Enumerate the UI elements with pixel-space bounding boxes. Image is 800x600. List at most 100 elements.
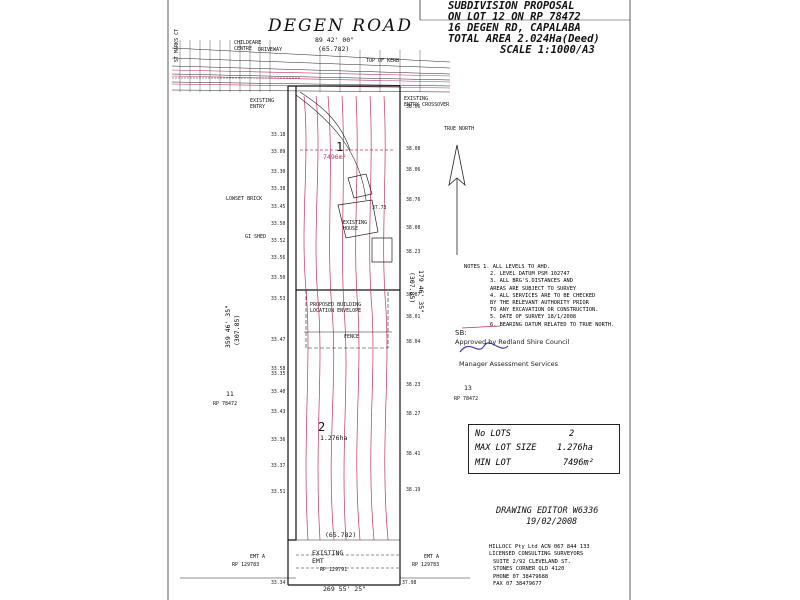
level-right: 38.19 [406, 488, 421, 493]
level-left: 33.40 [271, 390, 286, 395]
level-right: 38.76 [406, 198, 421, 203]
company-line: HILLOCC Pty Ltd ACN 067 844 133 [489, 544, 590, 550]
lot-11-label: 11 [226, 390, 234, 398]
sb-prefix: SB: [455, 329, 467, 337]
level-left: 33.36 [271, 438, 286, 443]
note-item: 5. DATE OF SURVEY 18/1/2008 [490, 314, 577, 321]
existing-emt-rp: RP 129791 [320, 567, 348, 573]
company-line: STONES CORNER QLD 4120 [493, 566, 565, 573]
level-left: 33.30 [271, 170, 286, 175]
lot-1-area: 7496m² [323, 153, 347, 161]
company-line: PHONE 07 38479688 [493, 573, 549, 580]
top-of-kerb-label: TOP OF KERB [366, 58, 400, 64]
bottom-bearing: 269 55' 25" [323, 585, 367, 593]
level-left: 33.37 [271, 464, 286, 469]
right-bearing: 179 46' 35" [417, 270, 425, 314]
level-right: 38.06 [406, 105, 421, 110]
road-name: DEGEN ROAD [268, 16, 413, 36]
no-lots-value: 2 [569, 429, 575, 439]
proposed-envelope-label: PROPOSED BUILDING LOCATION ENVELOPE [310, 302, 362, 314]
gi-shed-label: GI SHED [245, 234, 267, 240]
level-right: 38.06 [406, 168, 421, 173]
level-left: 33.50 [271, 276, 286, 281]
title-line-3: 16 DEGEN RD, CAPALABA [448, 22, 581, 34]
level-right: 38.04 [406, 340, 421, 345]
note-item: 6. BEARING DATUM RELATED TO TRUE NORTH. [490, 321, 615, 328]
level-right: 37.98 [402, 581, 417, 586]
approved-by-text: Approved by Redland Shire Council [455, 338, 570, 346]
level-left: 33.52 [271, 239, 286, 244]
level-left: 33.58 [271, 367, 286, 372]
level-left: 33.09 [271, 150, 286, 155]
top-length: (65.782) [318, 45, 350, 53]
notes-heading: NOTES 1. ALL LEVELS TO AHD. [464, 264, 551, 270]
title-line-5: SCALE 1:1000/A3 [500, 44, 595, 56]
title-line-1: SUBDIVISION PROPOSAL [448, 0, 575, 12]
min-lot-label: MIN LOT [475, 458, 511, 468]
company-line: LICENSED CONSULTING SURVEYORS [489, 551, 584, 558]
level-right: 38.41 [406, 452, 421, 457]
note-item: 4. ALL SERVICES ARE TO BE CHECKED [490, 292, 596, 299]
left-bearing: 359 46' 35" [224, 304, 232, 348]
emt-a-left-label: EMT A [250, 554, 266, 560]
existing-entry-crossover-label: EXISTING ENTRY CROSSOVER [404, 96, 450, 108]
level-left: 33.45 [271, 205, 286, 210]
existing-emt-label: EXISTING EMT [312, 549, 344, 565]
lot-13-label: 13 [464, 384, 472, 392]
left-length: (307.85) [233, 314, 241, 346]
emt-a-right-label: EMT A [424, 554, 440, 560]
level-left: 33.18 [271, 133, 286, 138]
company-line: SUITE 2/92 CLEVELAND ST. [493, 558, 571, 565]
lot-11-rp: RP 78472 [213, 401, 238, 407]
lot-summary-box: No LOTS 2 MAX LOT SIZE 1.276ha MIN LOT 7… [468, 424, 620, 474]
max-lot-value: 1.276ha [557, 443, 593, 453]
childcare-label: CHILDCARE CENTRE [234, 40, 262, 52]
no-lots-label: No LOTS [475, 429, 511, 439]
note-item: BY THE RELEVANT AUTHORITY PRIOR [490, 300, 589, 307]
bottom-length: (65.782) [325, 531, 357, 539]
level-right: 38.27 [406, 412, 421, 417]
title-line-4: TOTAL AREA 2.024Ha(Deed) [448, 33, 600, 45]
note-item: 2. LEVEL DATUM PSM 102747 [490, 271, 570, 278]
level-left: 33.53 [271, 297, 286, 302]
lot-2-number: 2 [318, 420, 326, 434]
lot-13-rp: RP 78472 [454, 396, 479, 402]
level-right: 38.23 [406, 250, 421, 255]
level-left: 33.51 [271, 490, 286, 495]
level-left: 33.56 [271, 256, 286, 261]
note-item: TO ANY EXCAVATION OR CONSTRUCTION. [490, 307, 599, 314]
existing-entry-label: EXISTING ENTRY [250, 98, 275, 110]
level-right: 38.23 [406, 383, 421, 388]
level-left: 33.35 [271, 372, 286, 377]
level-right: 38.01 [406, 315, 421, 320]
right-length: (307.85) [408, 272, 416, 304]
level-right: 37.73 [372, 206, 387, 211]
manager-text: Manager Assessment Services [459, 360, 559, 368]
level-left: 33.43 [271, 410, 286, 415]
fence-label: FENCE [344, 334, 360, 340]
driveway-label: DRIVEWAY [258, 47, 283, 53]
level-left: 33.38 [271, 187, 286, 192]
level-right: 38.07 [406, 293, 421, 298]
min-lot-value: 7496m² [563, 458, 594, 468]
lowset-brick-label: LOWSET BRICK [226, 196, 263, 202]
level-left: 33.47 [271, 338, 286, 343]
level-left: 33.50 [271, 222, 286, 227]
note-item: 3. ALL BRG'S.DISTANCES AND [490, 278, 573, 285]
company-line: FAX 07 38479677 [493, 581, 542, 588]
level-right: 38.08 [406, 147, 421, 152]
level-left: 33.34 [271, 581, 286, 586]
emt-a-right-rp: RP 129783 [412, 562, 440, 568]
existing-house-label: EXISTING HOUSE [343, 220, 368, 232]
lot-2-area: 1.276ha [320, 434, 348, 442]
drawing-date: 19/02/2008 [526, 517, 578, 527]
level-right: 38.08 [406, 226, 421, 231]
max-lot-label: MAX LOT SIZE [475, 443, 537, 453]
lot-1-number: 1 [336, 140, 344, 154]
true-north-label: TRUE NORTH [444, 126, 475, 132]
note-item: AREAS ARE SUBJECT TO SURVEY [490, 285, 577, 292]
notes-block: NOTES 1. ALL LEVELS TO AHD. 2. LEVEL DAT… [464, 264, 624, 329]
surveyor-company-block: HILLOCC Pty Ltd ACN 067 844 133 LICENSED… [489, 544, 590, 588]
